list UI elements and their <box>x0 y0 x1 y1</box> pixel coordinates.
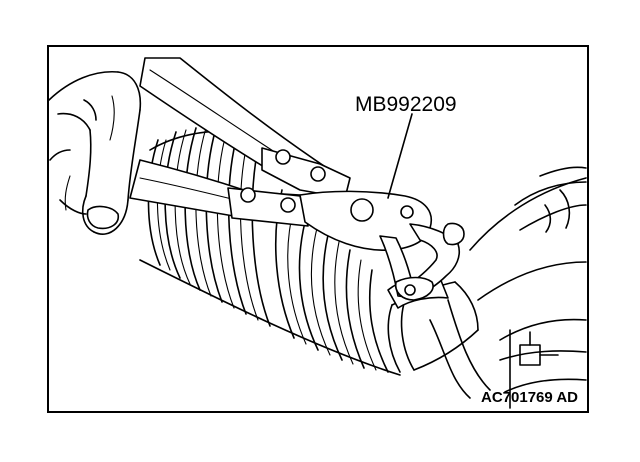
callout-leader-line <box>387 113 413 199</box>
special-tool-pliers <box>129 57 465 301</box>
tool-callout-label: MB992209 <box>355 93 457 116</box>
technician-hand <box>49 70 142 235</box>
steering-gear-housing <box>429 166 587 409</box>
figure-code: AC701769 AD <box>481 389 578 406</box>
